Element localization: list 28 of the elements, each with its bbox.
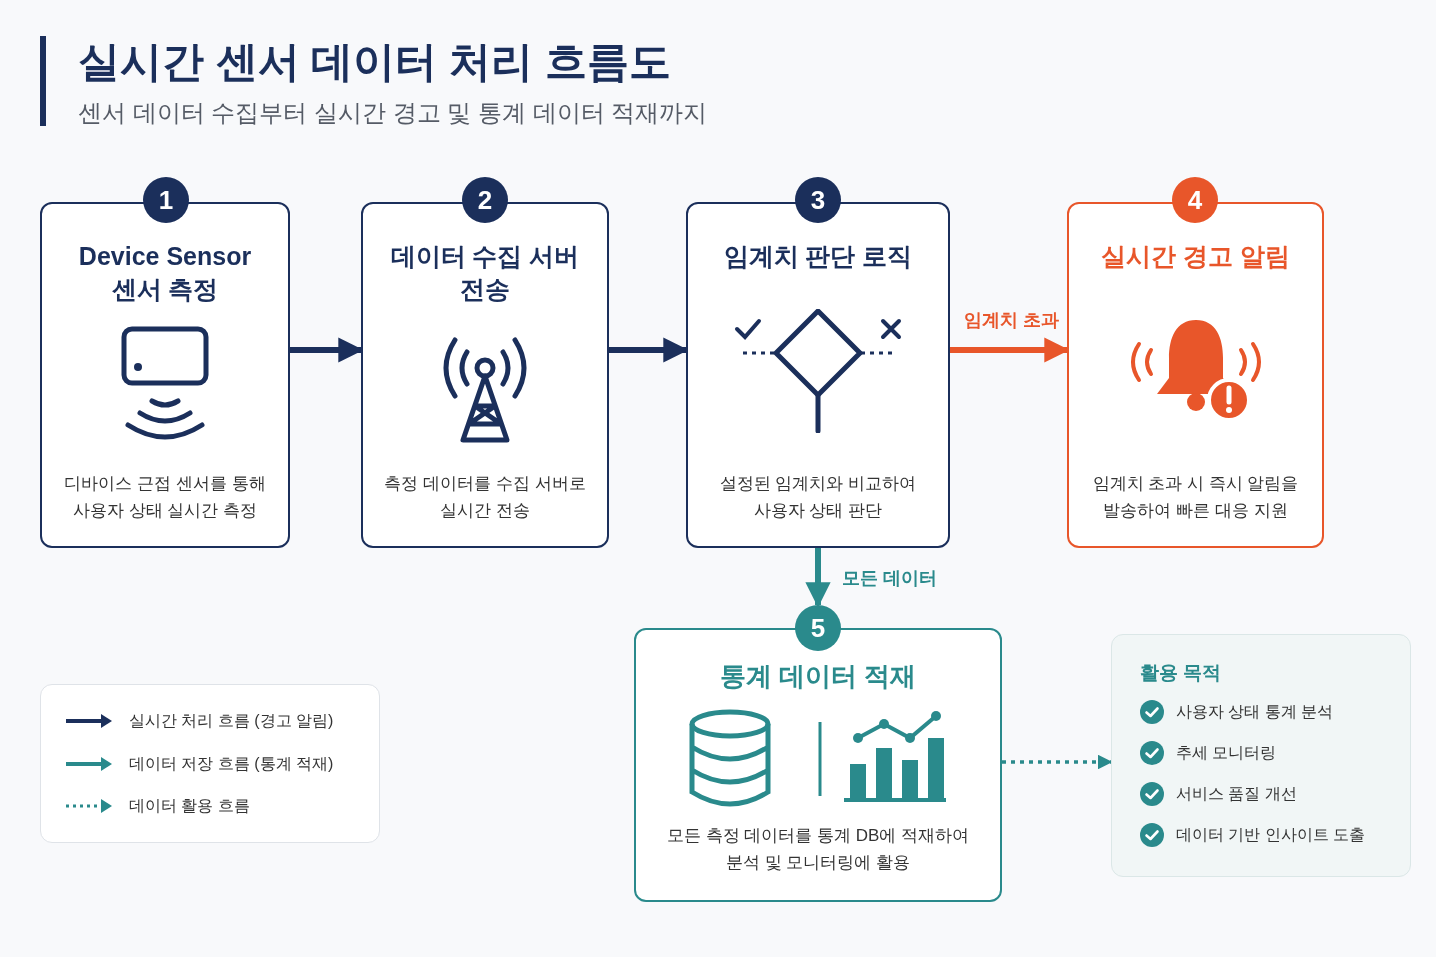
card-title: 실시간 경고 알림 (1100, 241, 1291, 272)
legend-text: 실시간 처리 흐름 (경고 알림) (129, 711, 334, 731)
title: 실시간 센서 데이터 처리 흐름도 (78, 37, 671, 87)
purpose-item: 서비스 품질 개선 (1176, 783, 1297, 804)
legend-text: 데이터 저장 흐름 (통계 적재) (129, 753, 334, 774)
step-number-badge: 1 (143, 177, 189, 223)
card-title: 임계치 판단 로직 (722, 241, 914, 272)
step-number-badge: 2 (462, 177, 508, 223)
card-description: 설정된 임계치와 비교하여 사용자 상태 판단 (718, 472, 918, 522)
flow-arrow (805, 548, 831, 608)
step-number-badge: 3 (795, 177, 841, 223)
card-title: 데이터 수집 서버 전송 (389, 241, 581, 305)
purpose-item: 데이터 기반 인사이트 도출 (1176, 824, 1366, 845)
purpose-panel (1111, 634, 1411, 877)
card-description: 임계치 초과 시 즉시 알림을 발송하여 빠른 대응 지원 (1091, 472, 1300, 522)
purpose-item: 추세 모니터링 (1176, 742, 1277, 763)
step-number-badge: 4 (1172, 177, 1218, 223)
card-description: 측정 데이터를 수집 서버로 실시간 전송 (383, 472, 587, 522)
card-description: 디바이스 근접 센서를 통해 사용자 상태 실시간 측정 (63, 472, 267, 522)
step-number-badge: 5 (795, 605, 841, 651)
purpose-item: 사용자 상태 통계 분석 (1176, 701, 1334, 722)
panel-heading: 활용 목적 (1140, 661, 1223, 685)
card-title: Device Sensor 센서 측정 (77, 241, 253, 305)
legend-text: 데이터 활용 흐름 (129, 796, 250, 816)
card-title: 통계 데이터 적재 (718, 660, 918, 693)
card-description: 모든 측정 데이터를 통계 DB에 적재하여 분석 및 모니터링에 활용 (665, 824, 971, 874)
subtitle: 센서 데이터 수집부터 실시간 경고 및 통계 데이터 적재까지 (78, 98, 708, 128)
flow-arrow (1002, 754, 1113, 770)
